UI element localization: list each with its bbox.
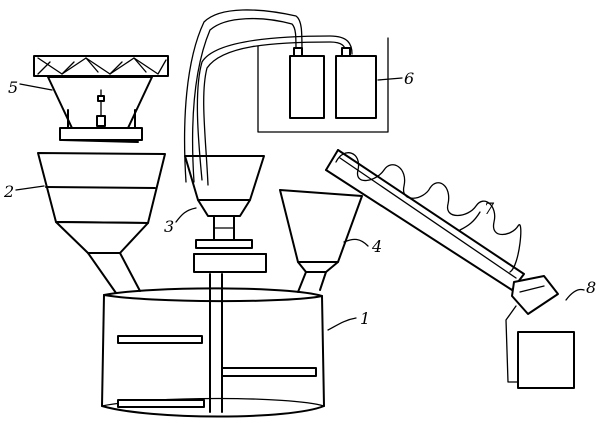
controller-left [289,55,325,119]
tank-left-wall [101,294,105,407]
feeder-base-edge [61,139,139,143]
discharge-chute [87,252,141,294]
right-paddle [221,367,317,377]
label-1: 1 [360,309,370,328]
leader-4 [343,238,369,247]
label-4: 4 [371,237,382,256]
leader-8 [565,288,585,301]
screw-shaft [339,157,517,279]
control-box [257,37,389,133]
hopper-cone [55,221,149,254]
feeder-frame [33,55,169,77]
small-hopper-neck [297,261,339,273]
controller-left-port [293,47,303,57]
label-8: 8 [586,278,596,297]
hopper-band-line [45,186,156,189]
controller-right [335,55,377,119]
control-frame [257,37,389,133]
feeder-probe-head [97,95,105,102]
cable-inner [191,17,297,183]
motor-block [193,253,267,273]
label-7: 7 [484,199,495,218]
tank-right-wall [321,295,325,407]
leader-6 [377,77,403,81]
small-hopper-spout [297,271,327,293]
receiver-box [517,331,575,389]
left-paddle-lower [117,399,205,408]
left-paddle-upper [117,335,203,344]
cable-second-outer [196,35,353,181]
tank-rim-front [103,294,323,303]
leader-2 [15,185,45,191]
screw-conveyor [325,149,559,383]
conveyor-discharge-head [511,275,559,315]
feeder-probe-body [96,115,106,127]
leader-lines [15,77,585,331]
top-feeder [33,55,169,143]
controller-right-port [341,47,351,57]
feeder-truss-inner [37,57,147,75]
leader-1 [327,317,357,331]
leader-5 [19,83,53,91]
discharge-pipe [505,305,521,383]
tank-rim-back [103,287,323,297]
cable-outer [183,9,303,183]
label-5: 5 [8,78,18,97]
small-hopper [279,189,363,293]
discharge-head-seam [519,285,545,293]
label-6: 6 [404,69,414,88]
screw-flight [335,152,522,273]
tank-bottom [101,405,325,418]
large-hopper [37,152,166,294]
feeder-base-plate [59,127,143,141]
label-2: 2 [3,182,14,201]
small-hopper-body [279,189,363,263]
coupling-flange [195,239,253,249]
cable-second [203,41,347,186]
conveyor-inlet-cap [325,149,339,171]
leader-3 [175,207,197,223]
leader-7 [459,211,481,231]
control-cables [183,9,353,186]
motor-hopper [184,155,267,273]
funnel-neck [197,199,251,217]
funnel-upper [184,155,265,201]
label-3: 3 [164,217,174,236]
mixing-tank [101,273,325,418]
